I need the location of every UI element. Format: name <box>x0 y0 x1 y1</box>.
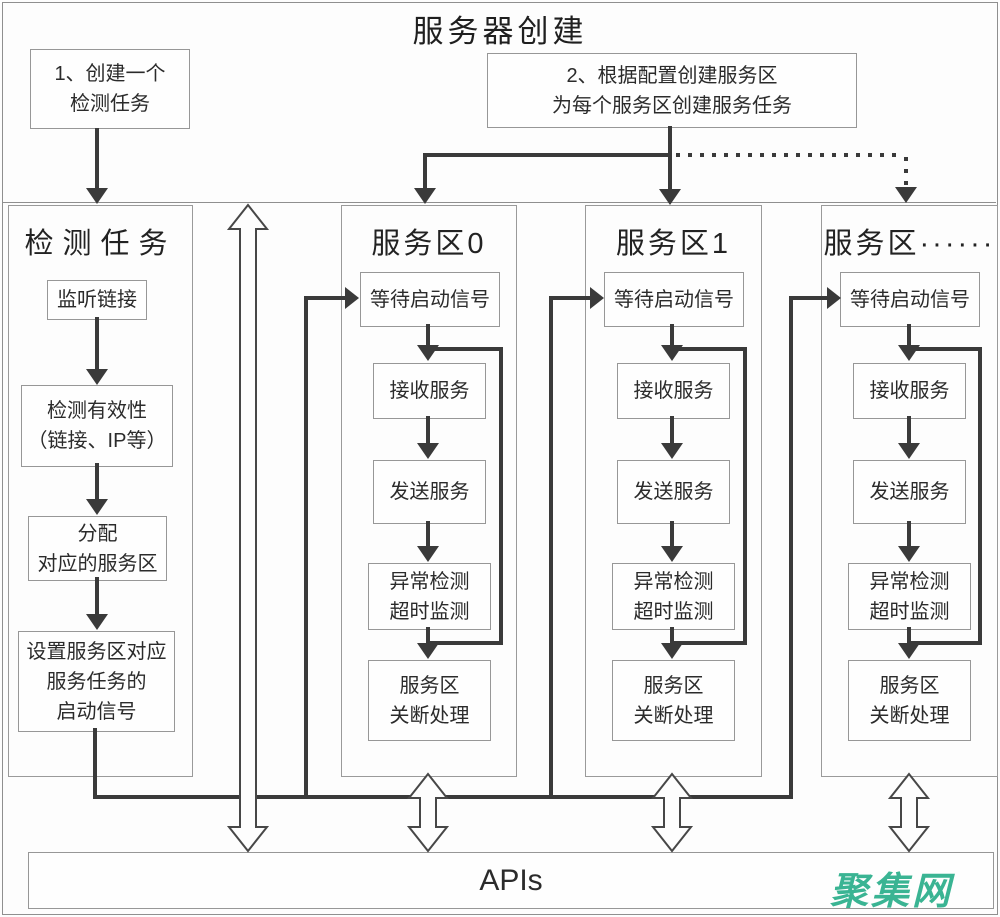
send-service-label: 发送服务 <box>869 481 950 503</box>
assign-zone-line2: 对应的服务区 <box>37 552 158 575</box>
service-zone-0-title: 服务区0 <box>371 228 487 260</box>
zone-shutdown-line2: 关断处理 <box>389 704 470 727</box>
zone-shutdown-box: 服务区 关断处理 <box>368 660 491 741</box>
send-service-box: 发送服务 <box>617 460 730 524</box>
wait-signal-box: 等待启动信号 <box>604 272 744 327</box>
anomaly-detect-line1: 异常检测 <box>633 570 714 593</box>
anomaly-detect-line1: 异常检测 <box>389 570 470 593</box>
anomaly-detect-line2: 超时监测 <box>389 600 470 623</box>
send-service-box: 发送服务 <box>853 460 966 524</box>
anomaly-detect-line2: 超时监测 <box>869 600 950 623</box>
watermark-text: 聚集网 <box>829 871 953 913</box>
anomaly-detect-line1: 异常检测 <box>869 570 950 593</box>
set-start-signal-line3: 启动信号 <box>56 700 137 723</box>
assign-zone-box: 分配 对应的服务区 <box>28 516 167 581</box>
step1-line2: 检测任务 <box>70 93 150 115</box>
service-zone-n-column: 服务区······ 等待启动信号 接收服务 发送服务 异常检测 超时监测 服务区… <box>821 205 998 777</box>
detect-task-column: 检测任务 监听链接 检测有效性 （链接、IP等） 分配 对应的服务区 设置服务区… <box>8 205 193 777</box>
send-service-label: 发送服务 <box>633 481 714 503</box>
service-zone-1-column: 服务区1 等待启动信号 接收服务 发送服务 异常检测 超时监测 服务区 关断处理 <box>585 205 762 777</box>
wait-signal-label: 等待启动信号 <box>850 288 970 311</box>
zone-shutdown-line2: 关断处理 <box>633 704 714 727</box>
zone-shutdown-line2: 关断处理 <box>869 704 950 727</box>
wait-signal-box: 等待启动信号 <box>840 272 980 327</box>
send-service-label: 发送服务 <box>389 481 470 503</box>
receive-service-label: 接收服务 <box>633 380 714 402</box>
receive-service-box: 接收服务 <box>853 363 966 419</box>
apis-bar: APIs 聚集网 <box>28 852 994 913</box>
receive-service-box: 接收服务 <box>617 363 730 419</box>
step1-box: 1、创建一个 检测任务 <box>30 49 190 129</box>
anomaly-detect-box: 异常检测 超时监测 <box>848 563 971 630</box>
set-start-signal-box: 设置服务区对应 服务任务的 启动信号 <box>18 631 175 732</box>
receive-service-label: 接收服务 <box>869 380 950 402</box>
double-arrow-zone1-apis <box>650 772 694 853</box>
wait-signal-box: 等待启动信号 <box>360 272 500 327</box>
service-zone-1-title: 服务区1 <box>615 228 732 260</box>
listen-link-label: 监听链接 <box>57 289 137 311</box>
diagram-title: 服务器创建 <box>412 14 588 49</box>
step2-line1: 2、根据配置创建服务区 <box>566 64 778 87</box>
step2-line2: 为每个服务区创建服务任务 <box>552 94 792 117</box>
wait-signal-label: 等待启动信号 <box>370 288 490 311</box>
check-validity-line1: 检测有效性 <box>47 400 147 422</box>
service-zone-0-column: 服务区0 等待启动信号 接收服务 发送服务 异常检测 超时监测 服务区 关断处理 <box>341 205 517 777</box>
assign-zone-line1: 分配 <box>77 522 118 545</box>
set-start-signal-line2: 服务任务的 <box>46 670 147 693</box>
zone-shutdown-box: 服务区 关断处理 <box>612 660 735 741</box>
receive-service-label: 接收服务 <box>389 380 470 402</box>
wait-signal-label: 等待启动信号 <box>614 288 734 311</box>
apis-label: APIs <box>479 863 543 897</box>
send-service-box: 发送服务 <box>373 460 486 524</box>
service-zone-n-title: 服务区······ <box>823 228 996 260</box>
double-arrow-detect-column-apis <box>226 203 270 853</box>
set-start-signal-line1: 设置服务区对应 <box>26 640 167 663</box>
step2-box: 2、根据配置创建服务区 为每个服务区创建服务任务 <box>487 53 857 128</box>
check-validity-line2: （链接、IP等） <box>27 430 167 452</box>
top-band <box>2 2 996 203</box>
detect-task-column-title: 检测任务 <box>24 228 177 260</box>
zone-shutdown-line1: 服务区 <box>643 674 704 697</box>
anomaly-detect-line2: 超时监测 <box>633 600 714 623</box>
listen-link-box: 监听链接 <box>47 280 147 320</box>
step1-line1: 1、创建一个 <box>54 63 166 85</box>
anomaly-detect-box: 异常检测 超时监测 <box>612 563 735 630</box>
zone-shutdown-line1: 服务区 <box>399 674 460 697</box>
zone-shutdown-line1: 服务区 <box>879 674 940 697</box>
double-arrow-zone0-apis <box>406 772 450 853</box>
double-arrow-zone-n-apis <box>887 772 931 853</box>
anomaly-detect-box: 异常检测 超时监测 <box>368 563 491 630</box>
receive-service-box: 接收服务 <box>373 363 486 419</box>
check-validity-box: 检测有效性 （链接、IP等） <box>21 385 173 467</box>
zone-shutdown-box: 服务区 关断处理 <box>848 660 971 741</box>
